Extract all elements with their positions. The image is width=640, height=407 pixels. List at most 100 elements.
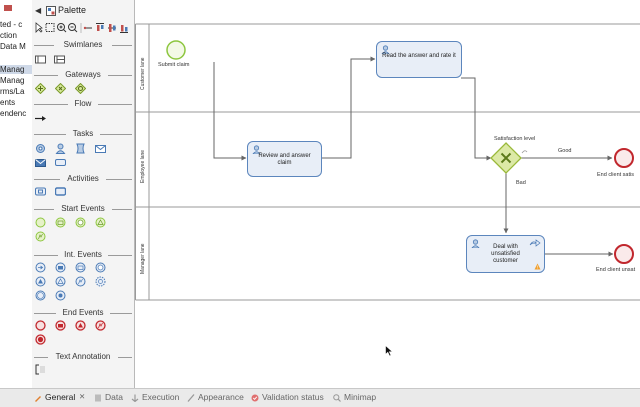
end-event-icon[interactable] — [35, 320, 46, 331]
script-task-icon[interactable] — [75, 143, 86, 154]
task-deal-unsatisfied[interactable]: Deal with unsatisfied customer ! — [466, 235, 545, 273]
end-event-satisfied[interactable] — [615, 149, 633, 167]
sequence-flow-icon[interactable] — [35, 113, 46, 124]
svg-text:!: ! — [537, 265, 539, 270]
start-event-label: Submit claim — [158, 62, 189, 68]
flow-label-bad: Bad — [516, 180, 526, 186]
tree-item[interactable]: ents — [0, 98, 15, 107]
section-text-annotation: Text Annotation — [32, 352, 134, 361]
abstract-task-icon[interactable] — [55, 157, 66, 168]
align-middle-icon[interactable] — [108, 24, 116, 32]
tree-item[interactable]: Manag — [0, 76, 24, 85]
terminate-end-icon[interactable] — [35, 334, 46, 345]
diagram-canvas[interactable]: Customer lane Employee lane Manager lane… — [135, 0, 640, 388]
section-activities: Activities — [32, 174, 134, 183]
start-event-icon[interactable] — [35, 217, 46, 228]
end-event-unsatisfied[interactable] — [615, 245, 633, 263]
tree-item[interactable]: rms/La — [0, 87, 24, 96]
exclusive-gateway-icon[interactable] — [55, 83, 66, 94]
close-icon[interactable]: ✕ — [79, 392, 85, 401]
pool-tool-icon[interactable] — [35, 54, 46, 65]
end-error-icon[interactable] — [95, 320, 106, 331]
human-task-icon[interactable] — [55, 143, 66, 154]
text-annotation-icon[interactable] — [35, 364, 46, 375]
compensation-event-icon[interactable] — [55, 290, 66, 301]
section-start-events: Start Events — [32, 204, 134, 213]
subprocess-icon[interactable] — [55, 186, 66, 197]
execution-icon — [131, 394, 139, 402]
throw-signal-icon[interactable] — [35, 276, 46, 287]
satisfaction-gateway[interactable] — [491, 143, 527, 173]
align-top-icon[interactable] — [96, 24, 104, 32]
zoom-out-icon[interactable] — [69, 24, 78, 33]
error-boundary-icon[interactable] — [75, 276, 86, 287]
timer-boundary-icon[interactable] — [95, 276, 106, 287]
tab-label: General — [45, 392, 75, 402]
zoom-in-icon[interactable] — [58, 24, 67, 33]
call-activity-icon[interactable] — [35, 186, 46, 197]
section-swimlanes: Swimlanes — [32, 40, 134, 49]
catch-signal-icon[interactable] — [55, 276, 66, 287]
receive-task-icon[interactable] — [35, 157, 46, 168]
palette-icon — [46, 6, 56, 16]
intermediate-event-icon[interactable] — [35, 290, 46, 301]
properties-tab-bar: General ✕ Data Execution Appearance Vali… — [0, 388, 640, 407]
tree-item[interactable]: endenc — [0, 109, 26, 118]
tree-item[interactable]: ted - c — [0, 20, 22, 29]
mouse-cursor — [385, 345, 394, 357]
lane-label-employee: Employee lane — [140, 150, 146, 183]
end-event-satisfied-label: End client satis — [597, 172, 634, 178]
section-flow: Flow — [32, 99, 134, 108]
link-event-icon[interactable] — [35, 262, 46, 273]
start-message-icon[interactable] — [55, 217, 66, 228]
lane-label-customer: Customer lane — [140, 57, 146, 90]
inclusive-gateway-icon[interactable] — [75, 83, 86, 94]
lane-tool-icon[interactable] — [54, 54, 65, 65]
task-read-answer[interactable]: Read the answer and rate it — [376, 41, 462, 78]
throw-message-icon[interactable] — [55, 262, 66, 273]
palette-title: Palette — [58, 5, 86, 15]
service-task-icon[interactable] — [35, 143, 46, 154]
gateway-label: Satisfaction level — [494, 136, 535, 142]
data-icon — [94, 394, 102, 402]
task-label: Review and answer claim — [248, 153, 321, 167]
task-review-answer[interactable]: Review and answer claim — [247, 141, 322, 177]
select-tool-icon[interactable] — [36, 23, 42, 32]
start-error-icon[interactable] — [35, 231, 46, 242]
parallel-gateway-icon[interactable] — [35, 83, 46, 94]
align-bottom-icon[interactable] — [120, 25, 128, 33]
marquee-tool-icon[interactable] — [46, 24, 54, 32]
palette-header: ◀ Palette — [32, 4, 134, 20]
tab-label: Minimap — [344, 392, 376, 402]
tree-item[interactable]: Data M — [0, 42, 26, 51]
tab-label: Validation status — [262, 392, 324, 402]
tree-item[interactable]: ction — [0, 31, 17, 40]
connector-tool-icon[interactable] — [84, 27, 92, 29]
section-end-events: End Events — [32, 308, 134, 317]
flow-read-to-gateway — [461, 78, 491, 158]
end-message-icon[interactable] — [55, 320, 66, 331]
tree-item[interactable]: Manag — [0, 65, 32, 74]
flow-label-good: Good — [558, 148, 571, 154]
start-timer-icon[interactable] — [75, 217, 86, 228]
appearance-icon — [187, 394, 195, 402]
task-label: Read the answer and rate it — [377, 53, 461, 60]
collapse-arrow-icon[interactable]: ◀ — [35, 6, 41, 15]
flow-review-to-read — [322, 59, 375, 158]
start-signal-icon[interactable] — [95, 217, 106, 228]
catch-message-icon[interactable] — [75, 262, 86, 273]
end-signal-icon[interactable] — [75, 320, 86, 331]
send-task-icon[interactable] — [95, 143, 106, 154]
tree-top-icon — [4, 5, 12, 11]
tab-label: Appearance — [198, 392, 244, 402]
task-label: Deal with unsatisfied customer — [467, 244, 544, 265]
palette-panel: ◀ Palette Swimlanes Gateways Flow Tasks — [32, 0, 135, 388]
minimap-icon — [333, 394, 341, 402]
end-event-unsatisfied-label: End client unsat — [596, 267, 635, 273]
project-tree[interactable]: ted - c ction Data M Manag Manag rms/La … — [0, 0, 33, 388]
palette-toolbar — [34, 22, 132, 34]
section-int-events: Int. Events — [32, 250, 134, 259]
section-gateways: Gateways — [32, 70, 134, 79]
timer-event-icon[interactable] — [95, 262, 106, 273]
start-event[interactable] — [167, 41, 185, 59]
